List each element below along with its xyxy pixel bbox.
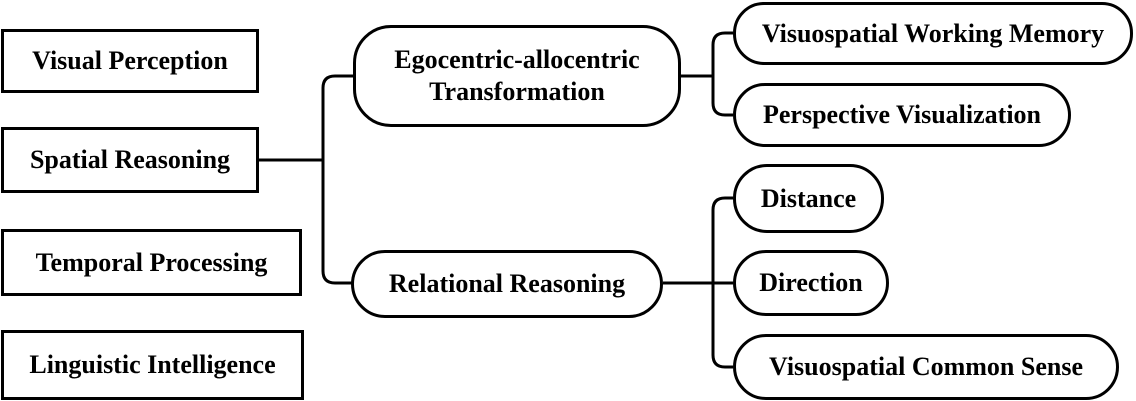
node-relational-reasoning: Relational Reasoning xyxy=(351,250,663,318)
node-perspective-visualization: Perspective Visualization xyxy=(733,83,1071,147)
edge-trunk-middle xyxy=(321,74,353,285)
edge-trunk-relational-children xyxy=(711,196,733,369)
node-egocentric-allocentric-transformation: Egocentric-allocentric Transformation xyxy=(353,25,681,127)
node-visual-perception: Visual Perception xyxy=(1,29,259,93)
node-visuospatial-working-memory: Visuospatial Working Memory xyxy=(733,2,1133,65)
node-visuospatial-common-sense: Visuospatial Common Sense xyxy=(733,334,1119,400)
node-linguistic-intelligence: Linguistic Intelligence xyxy=(1,330,304,400)
node-direction: Direction xyxy=(733,250,889,316)
node-temporal-processing: Temporal Processing xyxy=(1,229,302,296)
edge-trunk-egocentric-children xyxy=(711,31,733,117)
node-distance: Distance xyxy=(733,164,884,233)
node-spatial-reasoning: Spatial Reasoning xyxy=(1,127,259,193)
